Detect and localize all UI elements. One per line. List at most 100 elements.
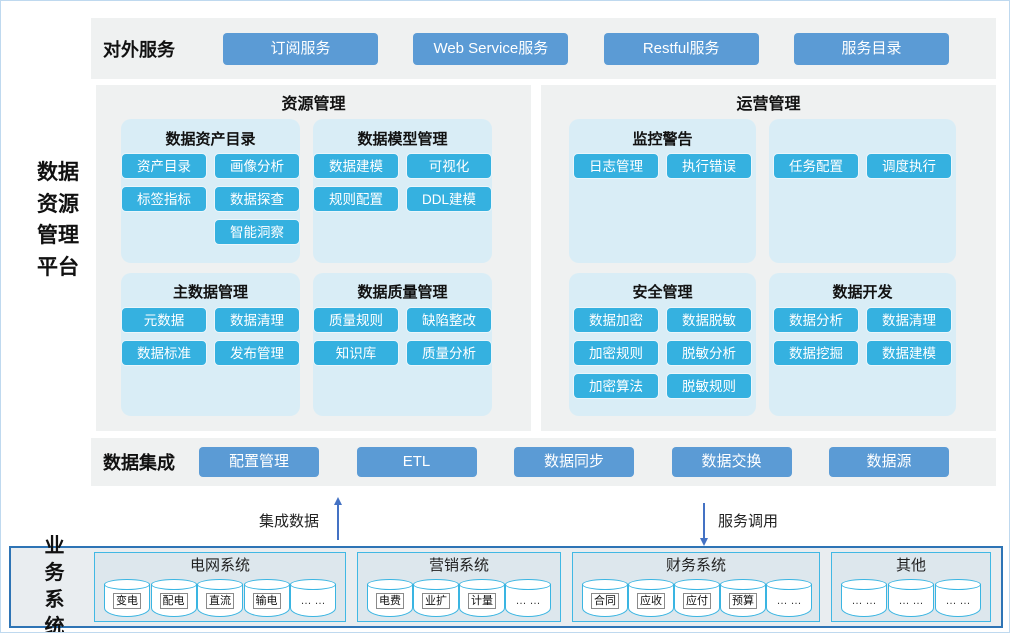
feature-chip[interactable]: 资产目录 [121, 153, 207, 179]
feature-chip[interactable]: 调度执行 [866, 153, 952, 179]
database-cylinder-icon: 变电 [104, 579, 150, 617]
database-cylinder-icon: … … [505, 579, 551, 617]
feature-chip[interactable]: 数据建模 [313, 153, 399, 179]
chip-grid: 数据建模 可视化 规则配置 DDL建模 [313, 153, 492, 212]
database-label: … … [776, 595, 802, 607]
cylinder-row: 变电 配电 直流 输电 … … [101, 577, 339, 617]
group-title: 其他 [895, 557, 926, 574]
feature-chip[interactable]: 发布管理 [214, 339, 300, 366]
database-cylinder-icon: … … [888, 579, 934, 617]
feature-chip[interactable]: 数据脱敏 [666, 306, 752, 333]
chip-grid: 元数据 数据清理 数据标准 发布管理 [121, 306, 300, 366]
feature-chip[interactable]: DDL建模 [406, 186, 492, 212]
external-services-panel: 对外服务 订阅服务 Web Service服务 Restful服务 服务目录 [91, 18, 996, 79]
data-source-button[interactable]: 数据源 [829, 447, 949, 477]
block-data-quality-management: 数据质量管理 质量规则 缺陷整改 知识库 质量分析 [313, 272, 492, 416]
block-title: 安全管理 [632, 284, 693, 301]
chip-grid: 质量规则 缺陷整改 知识库 质量分析 [313, 306, 492, 366]
feature-chip[interactable]: 数据建模 [866, 339, 952, 366]
database-cylinder-icon: 电费 [367, 579, 413, 617]
group-others: 其他 … … … … … … [831, 552, 991, 622]
database-label: 输电 [252, 593, 281, 609]
feature-chip[interactable]: 数据清理 [866, 306, 952, 333]
group-marketing-system: 营销系统 电费 业扩 计量 … … [357, 552, 561, 622]
web-service-button[interactable]: Web Service服务 [413, 32, 569, 65]
feature-chip[interactable]: 加密规则 [573, 339, 659, 366]
feature-chip[interactable]: 知识库 [313, 339, 399, 366]
group-title: 电网系统 [189, 557, 250, 574]
feature-chip[interactable]: 元数据 [121, 306, 207, 333]
integrate-data-flow-label: 集成数据 [259, 513, 320, 530]
arrow-up-icon [333, 497, 342, 540]
database-label: 电费 [376, 593, 404, 609]
feature-chip[interactable]: 质量规则 [313, 306, 399, 333]
arrow-down-icon [699, 503, 708, 546]
feature-chip[interactable]: 质量分析 [406, 339, 492, 366]
feature-chip[interactable]: 可视化 [406, 153, 492, 179]
database-label: … … [515, 595, 541, 607]
data-sync-button[interactable]: 数据同步 [514, 447, 634, 477]
feature-chip[interactable]: 数据加密 [573, 306, 659, 333]
cylinder-row: 合同 应收 应付 预算 … … [579, 577, 813, 617]
block-master-data-management: 主数据管理 元数据 数据清理 数据标准 发布管理 [121, 272, 300, 416]
feature-chip[interactable]: 任务配置 [773, 153, 859, 179]
database-cylinder-icon: 计量 [459, 579, 505, 617]
database-cylinder-icon: 应收 [628, 579, 674, 617]
database-label: 计量 [468, 593, 496, 609]
database-label: 直流 [206, 593, 234, 609]
block-title: 数据资产目录 [165, 130, 256, 148]
feature-chip[interactable]: 数据分析 [773, 306, 859, 333]
block-data-asset-catalog: 数据资产目录 资产目录 画像分析 标签指标 数据探查 智能洞察 [121, 119, 300, 263]
database-label: 合同 [591, 593, 619, 609]
feature-chip[interactable]: 数据探查 [214, 186, 300, 212]
feature-chip[interactable]: 数据清理 [214, 306, 300, 333]
config-management-button[interactable]: 配置管理 [199, 447, 319, 477]
restful-service-button[interactable]: Restful服务 [603, 32, 759, 65]
database-label: … … [945, 595, 971, 607]
feature-chip[interactable]: 缺陷整改 [406, 306, 492, 333]
feature-chip[interactable]: 画像分析 [214, 153, 300, 179]
feature-chip[interactable]: 智能洞察 [214, 219, 300, 245]
feature-chip[interactable]: 脱敏分析 [666, 339, 752, 366]
group-finance-system: 财务系统 合同 应收 应付 预算 … … [572, 552, 820, 622]
feature-chip[interactable]: 脱敏规则 [666, 372, 752, 399]
resource-management-title: 资源管理 [281, 96, 346, 113]
data-exchange-button[interactable]: 数据交换 [671, 447, 792, 477]
subscription-service-button[interactable]: 订阅服务 [223, 32, 378, 65]
database-cylinder-icon: 合同 [582, 579, 628, 617]
operation-management-section: 运营管理 监控警告 日志管理 执行错误 任务配置 调度执行 安全管理 数据 [541, 85, 996, 431]
external-services-buttons: 订阅服务 Web Service服务 Restful服务 服务目录 [223, 32, 949, 65]
etl-button[interactable]: ETL [356, 447, 477, 477]
feature-chip[interactable]: 加密算法 [573, 372, 659, 399]
block-security-management: 安全管理 数据加密 数据脱敏 加密规则 脱敏分析 加密算法 脱敏规则 [569, 272, 756, 416]
business-systems-panel: 业务系统 电网系统 变电 配电 直流 输电 … … 营销系统 电费 业扩 计量 [9, 535, 1003, 632]
feature-chip[interactable]: 日志管理 [573, 153, 659, 179]
feature-chip[interactable]: 标签指标 [121, 186, 207, 212]
block-title: 监控警告 [632, 130, 693, 148]
chip-grid: 任务配置 调度执行 [773, 153, 952, 179]
block-title: 主数据管理 [172, 284, 248, 301]
database-label: … … [300, 595, 326, 607]
feature-chip[interactable]: 数据挖掘 [773, 339, 859, 366]
database-cylinder-icon: 业扩 [413, 579, 459, 617]
database-label: 变电 [113, 593, 141, 609]
data-integration-buttons: 配置管理 ETL 数据同步 数据交换 数据源 [199, 447, 949, 477]
resource-management-section: 资源管理 数据资产目录 资产目录 画像分析 标签指标 数据探查 智能洞察 数据模… [96, 85, 531, 431]
database-cylinder-icon: 应付 [674, 579, 720, 617]
database-label: 应付 [683, 593, 711, 609]
database-label: 应收 [637, 593, 665, 609]
feature-chip[interactable]: 数据标准 [121, 339, 207, 366]
platform-title: 数据资源管理平台 [37, 161, 79, 279]
database-cylinder-icon: … … [935, 579, 981, 617]
operation-management-title: 运营管理 [736, 96, 801, 113]
operation-blocks: 监控警告 日志管理 执行错误 任务配置 调度执行 安全管理 数据加密 数据脱敏 [541, 119, 996, 431]
chip-grid: 数据分析 数据清理 数据挖掘 数据建模 [773, 306, 952, 366]
feature-chip[interactable]: 规则配置 [313, 186, 399, 212]
group-title: 财务系统 [665, 557, 726, 574]
feature-chip[interactable]: 执行错误 [666, 153, 752, 179]
chip-grid: 数据加密 数据脱敏 加密规则 脱敏分析 加密算法 脱敏规则 [573, 306, 752, 399]
service-call-flow-label: 服务调用 [718, 513, 779, 530]
data-integration-label: 数据集成 [103, 453, 175, 473]
service-catalog-button[interactable]: 服务目录 [793, 32, 949, 65]
